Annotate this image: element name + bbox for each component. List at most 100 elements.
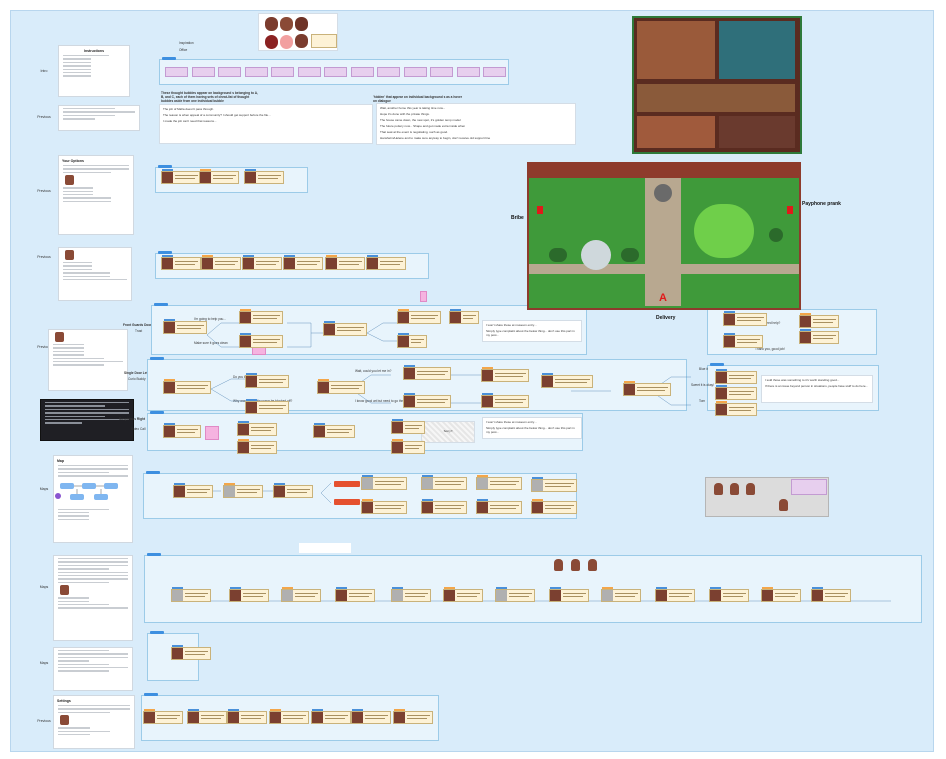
thought-bubble-pill[interactable]: [218, 67, 241, 77]
dialogue-card[interactable]: [161, 255, 201, 270]
dialogue-card[interactable]: [223, 483, 263, 498]
dialogue-card[interactable]: [311, 709, 351, 724]
dialogue-card[interactable]: [161, 169, 201, 184]
dialogue-card[interactable]: [391, 419, 425, 434]
dialogue-card[interactable]: [283, 255, 323, 270]
dialogue-card[interactable]: [393, 709, 433, 724]
dialogue-card[interactable]: [237, 421, 277, 436]
dialogue-card[interactable]: [335, 587, 375, 602]
dialogue-card[interactable]: [171, 587, 211, 602]
dialogue-card[interactable]: [163, 319, 207, 334]
choice-text[interactable]: I know good art but need to go through: [355, 399, 410, 403]
dialogue-card[interactable]: [239, 309, 283, 324]
dialogue-panel-right[interactable]: Wait, another home this year is taking t…: [376, 103, 576, 145]
branch-button[interactable]: [334, 499, 360, 505]
park-map[interactable]: A: [527, 162, 801, 310]
thought-bubble-pill[interactable]: [244, 67, 268, 77]
intro-document[interactable]: Instructions: [58, 45, 130, 97]
dialogue-card[interactable]: [229, 587, 269, 602]
dialogue-card[interactable]: [361, 499, 407, 514]
office-map[interactable]: [632, 16, 802, 154]
dialogue-card[interactable]: [323, 321, 367, 336]
previous-document-3[interactable]: [58, 247, 132, 301]
option-text[interactable]: Tom: [699, 399, 706, 403]
thought-bubble-pill[interactable]: [297, 67, 321, 77]
info-note[interactable]: I won't share those at museum entry... S…: [482, 417, 582, 439]
hover-note[interactable]: I sold those was something to it's worth…: [761, 375, 873, 403]
dialogue-card[interactable]: [317, 379, 365, 394]
dialogue-card[interactable]: [239, 333, 283, 348]
dialogue-card[interactable]: [531, 477, 577, 492]
dialogue-card[interactable]: [655, 587, 695, 602]
dialogue-card[interactable]: [476, 499, 522, 514]
dialogue-card[interactable]: [476, 475, 522, 490]
dialogue-card[interactable]: [163, 423, 201, 438]
video-call-placeholder[interactable]: Sorry!!: [421, 421, 475, 443]
sticky-note[interactable]: [420, 291, 427, 302]
dialogue-card[interactable]: [723, 311, 767, 326]
dialogue-card[interactable]: [531, 499, 577, 514]
dialogue-card[interactable]: [245, 399, 289, 414]
previous-document-2[interactable]: Your Options: [58, 155, 134, 235]
dialogue-card[interactable]: [325, 255, 365, 270]
branch-button[interactable]: [334, 481, 360, 487]
dialogue-card[interactable]: [245, 373, 289, 388]
dialogue-card[interactable]: [143, 709, 183, 724]
thought-bubble-pill[interactable]: [271, 67, 294, 77]
choice-text[interactable]: Make sure it goes clean: [194, 341, 228, 345]
purple-note[interactable]: [791, 479, 827, 495]
dialogue-card[interactable]: [495, 587, 535, 602]
dialogue-card[interactable]: [541, 373, 593, 388]
dialogue-card[interactable]: [723, 333, 763, 348]
info-note[interactable]: I won't share those at museum entry... S…: [482, 320, 582, 342]
previous-document-4[interactable]: [48, 329, 128, 391]
dialogue-card[interactable]: [403, 393, 451, 408]
option-text[interactable]: Blue it: [699, 367, 708, 371]
dialogue-card[interactable]: [187, 709, 227, 724]
dialogue-card[interactable]: [623, 381, 671, 396]
dialogue-card[interactable]: [799, 329, 839, 344]
dialogue-card[interactable]: [421, 499, 467, 514]
thought-bubble-pill[interactable]: [350, 67, 374, 77]
thought-bubble-pill[interactable]: [165, 67, 188, 77]
maps-document-3[interactable]: [53, 647, 133, 691]
characters-panel[interactable]: [258, 13, 338, 51]
dialogue-card[interactable]: [397, 333, 427, 348]
sticky-note[interactable]: [205, 426, 219, 440]
dialogue-card[interactable]: [449, 309, 479, 324]
dialogue-card[interactable]: [397, 309, 441, 324]
whiteboard-canvas[interactable]: Intro Previous Previous Previous Previou…: [10, 10, 934, 752]
dialogue-card[interactable]: [199, 169, 239, 184]
last-document[interactable]: Settings: [53, 695, 135, 749]
thought-bubble-pill[interactable]: [377, 67, 400, 77]
dialogue-card[interactable]: [549, 587, 589, 602]
dialogue-card[interactable]: [799, 313, 839, 328]
thought-bubble-pill[interactable]: [456, 67, 480, 77]
dialogue-card[interactable]: [171, 645, 211, 660]
thought-bubble-pill[interactable]: [403, 67, 427, 77]
dialogue-card[interactable]: [273, 483, 313, 498]
dark-notes-panel[interactable]: [40, 399, 134, 441]
dialogue-card[interactable]: [361, 475, 407, 490]
dialogue-card[interactable]: [421, 475, 467, 490]
dialogue-card[interactable]: [403, 365, 451, 380]
thought-bubble-pill[interactable]: [483, 67, 506, 77]
dialogue-card[interactable]: [163, 379, 211, 394]
maps-document-1[interactable]: Map: [53, 455, 133, 543]
choice-text[interactable]: I'm going to help you...: [194, 317, 226, 321]
dialogue-panel-left[interactable]: The job of Mafia doesn't pass through. T…: [159, 104, 373, 144]
dialogue-card[interactable]: [811, 587, 851, 602]
thought-bubble-pill[interactable]: [324, 67, 347, 77]
dialogue-card[interactable]: [715, 401, 757, 416]
dialogue-card[interactable]: [481, 393, 529, 408]
dialogue-card[interactable]: [227, 709, 267, 724]
dialogue-card[interactable]: [709, 587, 749, 602]
dialogue-card[interactable]: [481, 367, 529, 382]
dialogue-card[interactable]: [173, 483, 213, 498]
dialogue-card[interactable]: [313, 423, 355, 438]
thought-bubble-pill[interactable]: [430, 67, 453, 77]
dialogue-card[interactable]: [366, 255, 406, 270]
dialogue-card[interactable]: [237, 439, 277, 454]
dialogue-card[interactable]: [201, 255, 241, 270]
dialogue-card[interactable]: [391, 439, 425, 454]
